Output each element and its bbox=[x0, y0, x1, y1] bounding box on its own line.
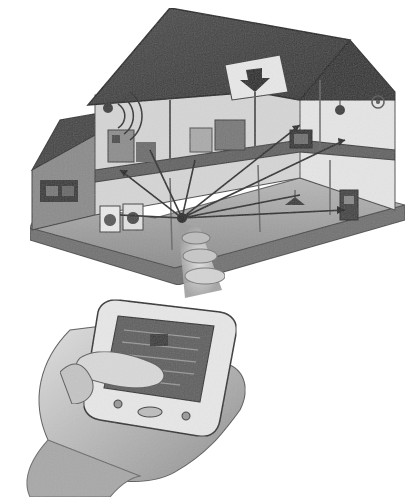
ceiling-lamp-icon bbox=[335, 105, 345, 115]
house-illustration bbox=[30, 8, 405, 285]
